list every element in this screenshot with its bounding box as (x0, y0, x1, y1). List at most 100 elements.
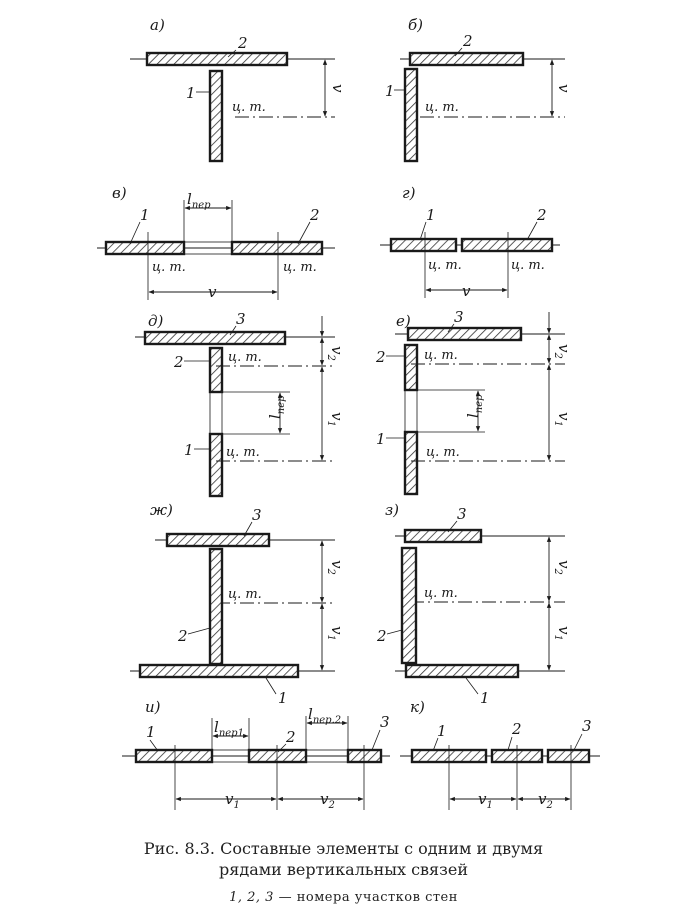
dimension-label-v1: v1 (552, 412, 573, 427)
dimension-label-v1: v1 (552, 626, 573, 641)
dimension-label-v1: v1 (325, 626, 346, 641)
center-of-gravity-label: ц. т. (511, 258, 545, 273)
part-number-2: 2 (309, 206, 320, 224)
center-of-gravity-label: ц. т. (228, 587, 262, 602)
part-number-2: 2 (462, 32, 473, 50)
part-number-2: 2 (177, 627, 188, 645)
part-number-3: 3 (380, 713, 390, 731)
wall-part-1 (104, 240, 186, 256)
wall-part-3 (546, 748, 591, 764)
center-of-gravity-label: ц. т. (426, 445, 460, 460)
panel-zh: ж) 3 2 1 ц. т. v2 v1 (130, 501, 346, 707)
panel-label-k: к) (410, 698, 425, 716)
dimension-label-l: lпер (464, 394, 485, 418)
wall-part-2 (408, 51, 525, 67)
panel-label-a: а) (150, 16, 165, 34)
wall-part-2 (403, 343, 419, 392)
panel-z: з) 3 2 1 ц. т. v2 v1 (376, 501, 573, 707)
center-of-gravity-label: ц. т. (283, 260, 317, 275)
wall-part-2 (145, 51, 289, 67)
wall-part-1 (404, 663, 520, 679)
dimension-label-v2: v2 (552, 344, 573, 359)
center-of-gravity-label: ц. т. (424, 348, 458, 363)
panel-label-i: и) (145, 698, 161, 716)
dimension-label-v: v (462, 282, 471, 300)
panel-label-b: б) (408, 16, 423, 34)
panel-label-d: д) (148, 312, 164, 330)
part-number-1: 1 (184, 441, 194, 459)
dimension-label-v1: v1 (225, 790, 240, 811)
dimension-label-l: lпер (266, 395, 287, 419)
panel-b: б) 2 1 ц. т. v (385, 16, 573, 163)
composite-elements-figure: а) 2 1 ц. т. v б) 2 1 ц. т. v в) (97, 16, 600, 811)
part-number-1: 1 (376, 430, 386, 448)
caption-line-2: рядами вертикальных связей (219, 860, 468, 879)
center-of-gravity-label: ц. т. (425, 100, 459, 115)
dimension-label-v2: v2 (538, 790, 553, 811)
wall-part-3 (406, 326, 523, 342)
wall-part-1 (134, 748, 214, 764)
part-number-2: 2 (285, 728, 296, 746)
center-of-gravity-label: ц. т. (152, 260, 186, 275)
wall-part-1 (208, 432, 224, 498)
panel-label-zh: ж) (150, 501, 173, 519)
part-number-1: 1 (186, 84, 196, 102)
opening-gap (209, 391, 223, 435)
part-number-2: 2 (375, 348, 386, 366)
dimension-label-v: v (555, 84, 573, 93)
panel-d: д) 3 2 1 ц. т. ц. т. lпер v2 v1 (135, 310, 346, 498)
part-number-1: 1 (278, 689, 288, 707)
panel-i: и) lпер1 lпер.2 1 2 3 v1 v2 (122, 698, 390, 811)
dimension-label-v1: v1 (478, 790, 493, 811)
panel-k: к) 1 2 3 v1 v2 (400, 698, 600, 811)
wall-part-2 (208, 547, 224, 666)
figure-caption: Рис. 8.3. Составные элементы с одним и д… (0, 838, 687, 905)
wall-part-3 (165, 532, 271, 548)
dimension-label-v1: v1 (325, 412, 346, 427)
wall-part-2 (247, 748, 308, 764)
caption-note-text: — номера участков стен (273, 890, 458, 905)
wall-part-1 (208, 69, 224, 163)
center-of-gravity-label: ц. т. (428, 258, 462, 273)
panel-e: е) 3 2 1 ц. т. ц. т. lпер v2 v1 (375, 308, 573, 496)
wall-part-3 (403, 528, 483, 544)
wall-part-2 (460, 237, 554, 253)
panel-v: в) lпер 1 2 ц. т. ц. т. v (97, 184, 335, 301)
caption-note-numbers: 1, 2, 3 (229, 890, 274, 905)
panel-g: г) 1 2 ц. т. ц. т. v (380, 184, 560, 300)
wall-part-1 (389, 237, 458, 253)
center-of-gravity-label: ц. т. (232, 100, 266, 115)
caption-note: 1, 2, 3 — номера участков стен (0, 890, 687, 905)
opening-gap (404, 389, 418, 433)
part-number-1: 1 (437, 722, 447, 740)
dimension-label-l: lпер (187, 190, 211, 211)
part-number-2: 2 (511, 720, 522, 738)
panel-label-e: е) (396, 312, 411, 330)
dimension-label-v2: v2 (325, 346, 346, 361)
center-of-gravity-label: ц. т. (226, 445, 260, 460)
part-number-3: 3 (582, 717, 592, 735)
wall-part-3 (143, 330, 287, 346)
dimension-label-v: v (208, 283, 217, 301)
wall-part-1 (138, 663, 300, 679)
dimension-label-v2: v2 (320, 790, 335, 811)
part-number-3: 3 (457, 505, 467, 523)
part-number-1: 1 (480, 689, 490, 707)
part-number-2: 2 (173, 353, 184, 371)
panel-label-z: з) (385, 501, 399, 519)
center-of-gravity-label: ц. т. (424, 586, 458, 601)
part-number-1: 1 (146, 723, 156, 741)
part-number-2: 2 (376, 627, 387, 645)
dimension-label-v: v (329, 84, 347, 93)
panel-a: а) 2 1 ц. т. v (130, 16, 347, 163)
wall-part-1 (403, 67, 419, 163)
center-of-gravity-label: ц. т. (228, 350, 262, 365)
part-number-2: 2 (237, 34, 248, 52)
panel-label-g: г) (402, 184, 416, 202)
caption-line-1: Рис. 8.3. Составные элементы с одним и д… (143, 839, 544, 858)
wall-part-2 (208, 346, 224, 394)
part-number-3: 3 (236, 310, 246, 328)
dimension-label-v2: v2 (325, 560, 346, 575)
part-number-1: 1 (385, 82, 395, 100)
wall-part-2 (230, 240, 324, 256)
